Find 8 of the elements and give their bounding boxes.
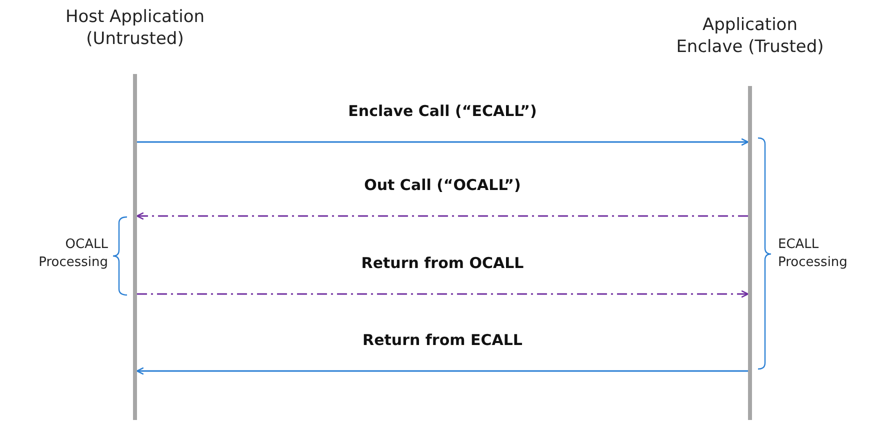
arrow xyxy=(137,138,749,146)
lifeline-heading: Application Enclave (Trusted) xyxy=(675,14,825,58)
lifeline-heading: Host Application (Untrusted) xyxy=(64,6,206,50)
phase-label: OCALL Processing xyxy=(38,236,108,272)
arrow xyxy=(136,367,748,375)
arrow xyxy=(137,290,749,298)
phase-label: ECALL Processing xyxy=(778,236,848,272)
arrow xyxy=(136,212,748,220)
